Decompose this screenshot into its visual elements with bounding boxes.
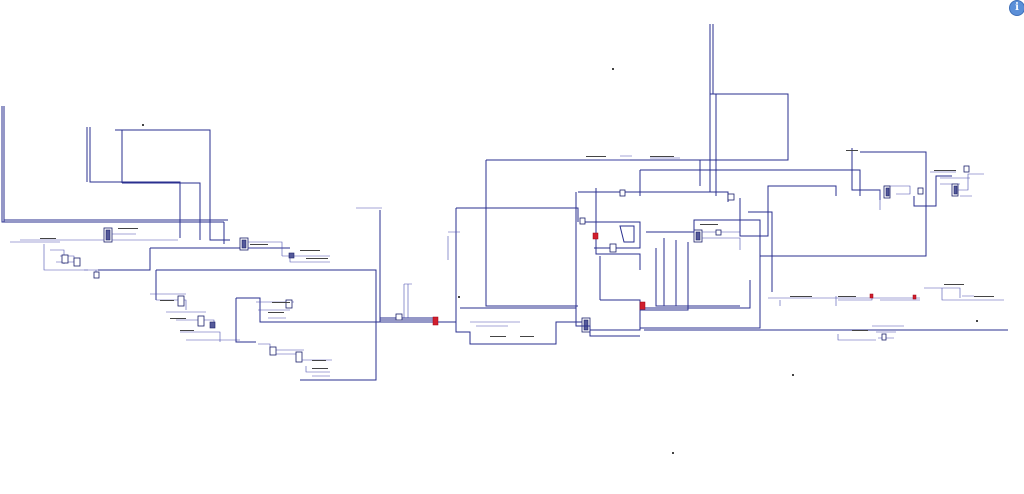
highlighted-node[interactable] — [432, 316, 439, 326]
left-cluster — [1, 106, 381, 381]
highlighted-node[interactable] — [639, 301, 646, 311]
info-icon[interactable]: i — [1010, 1, 1024, 15]
annotation-ticks — [40, 68, 994, 454]
lower-left-cascade — [150, 293, 380, 377]
far-right-cluster — [837, 148, 1004, 341]
right-center-mesh — [578, 24, 1008, 331]
highlighted-node[interactable] — [592, 232, 599, 240]
center-hub — [356, 159, 751, 345]
